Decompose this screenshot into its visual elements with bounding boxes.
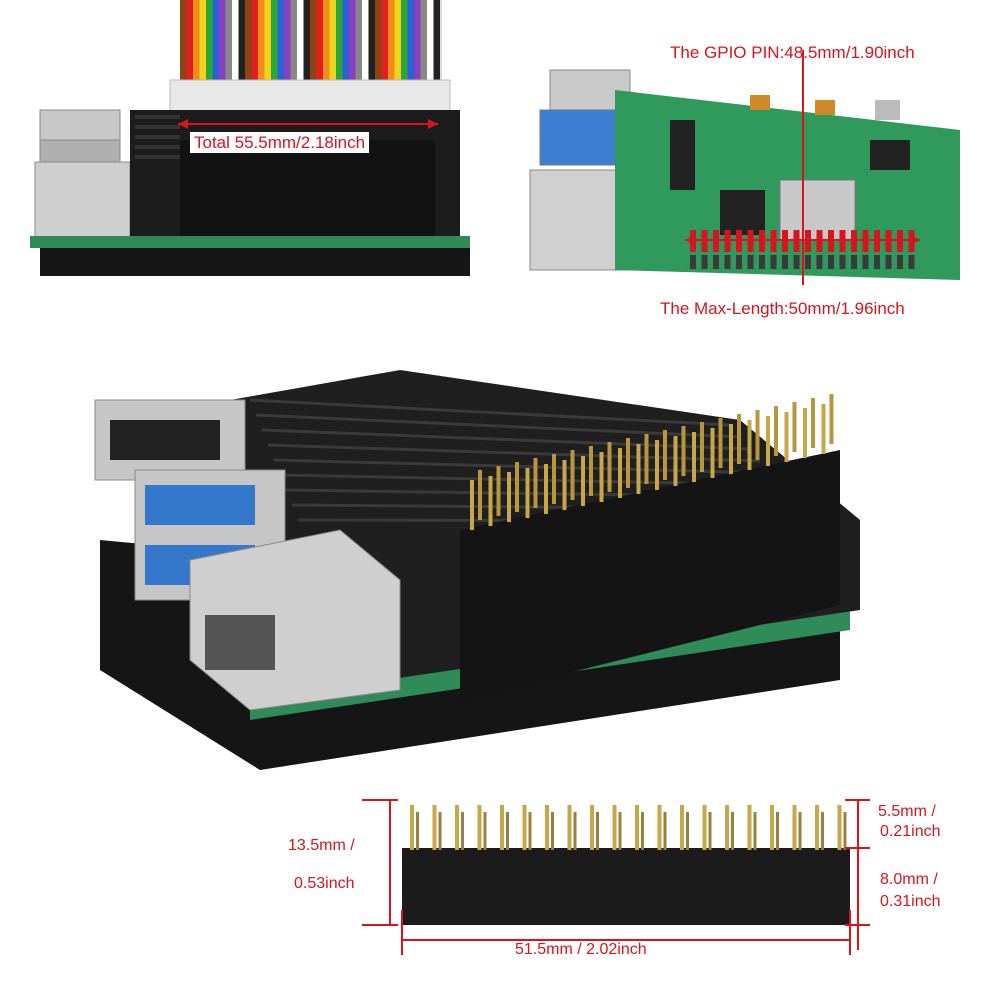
header-body	[402, 848, 850, 925]
pcb-board	[30, 236, 470, 248]
height-label-line2: 0.53inch	[294, 875, 355, 892]
height-label-line1: 13.5mm /	[288, 837, 355, 854]
case-main-photo	[80, 340, 880, 770]
gpio-pin-label: The GPIO PIN:48.5mm/1.90inch	[670, 43, 915, 62]
header-body-label-line2: 0.31inch	[880, 893, 941, 910]
pin-top-label-line2: 0.21inch	[880, 823, 941, 840]
gpio-header	[180, 140, 435, 240]
usb-port	[39, 109, 121, 141]
gpio-header	[460, 450, 840, 700]
total-width-label: Total 55.5mm/2.18inch	[190, 132, 370, 153]
header-body-label-line1: 8.0mm /	[880, 871, 938, 888]
pin-header-diagram: 13.5mm / 0.53inch 5.5mm / 0.21inch 8.0mm…	[0, 790, 1000, 1000]
raspberry-pi-board-photo: The GPIO PIN:48.5mm/1.90inch The Max-Len…	[520, 30, 990, 330]
usb-port	[39, 139, 121, 163]
ethernet-port	[34, 161, 131, 238]
header-length-label: 51.5mm / 2.02inch	[515, 941, 647, 958]
case-with-ribbon-photo: Total 55.5mm/2.18inch	[30, 0, 480, 290]
max-length-label: The Max-Length:50mm/1.96inch	[660, 299, 905, 318]
pin-top-label-line1: 5.5mm /	[878, 803, 936, 820]
